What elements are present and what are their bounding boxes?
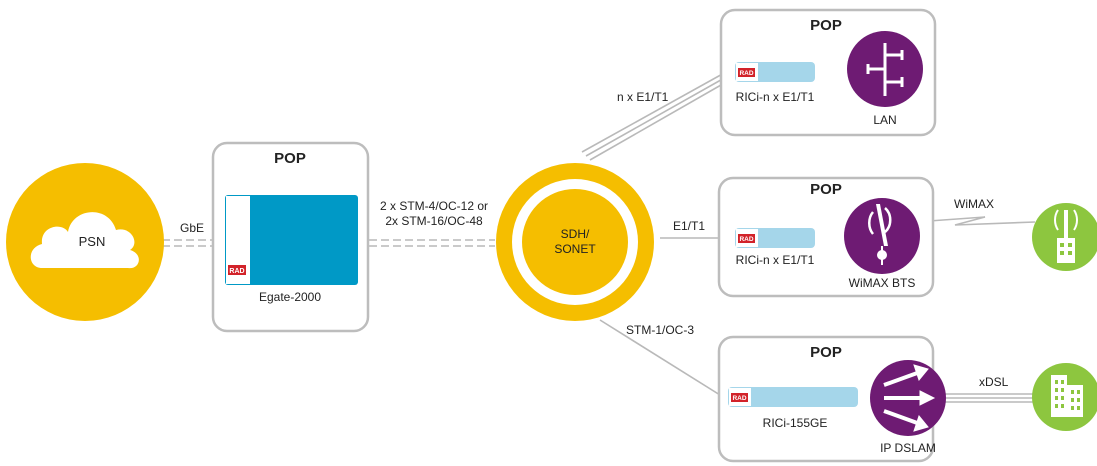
wimax-label: WiMAX — [954, 197, 994, 211]
rad-logo — [738, 68, 755, 77]
sdh-sonet-node: SDH/ SONET — [496, 163, 654, 321]
gbe-label: GbE — [180, 221, 204, 235]
wimax-tower-icon — [1054, 209, 1078, 263]
pop-mid: POP RAD RICi-n x E1/T1 WiMAX BTS — [717, 176, 935, 298]
egate-pop: POP RAD Egate-2000 — [211, 141, 370, 333]
dslam-router-icon — [883, 364, 936, 432]
stm1-link-line — [599, 319, 729, 401]
target-label: IP DSLAM — [880, 441, 936, 455]
target-label: LAN — [873, 113, 896, 127]
pop-top: POP RAD RICi-n x E1/T1 LAN — [719, 8, 937, 137]
pop-bot: POP RAD RICi-155GE IP DSLAM — [717, 335, 946, 463]
rad-logo — [731, 393, 748, 402]
wimax-endpoint — [1032, 203, 1097, 271]
wimax-bts-icon — [868, 204, 892, 265]
rad-logo-text: RAD — [739, 236, 753, 243]
bts-circle — [844, 198, 920, 274]
rici-device — [728, 387, 858, 407]
rad-logo-text: RAD — [739, 70, 753, 77]
sdh-inner-circle — [522, 189, 628, 295]
sdh-label-line2: SONET — [554, 242, 596, 256]
device-name: RICi-155GE — [763, 416, 828, 430]
rad-logo — [228, 265, 246, 275]
egate-device — [225, 195, 358, 285]
xdsl-label: xDSL — [979, 375, 1009, 389]
pop-title: POP — [810, 344, 842, 361]
pop-title: POP — [810, 181, 842, 198]
psn-label: PSN — [79, 234, 106, 249]
building-icon — [1051, 375, 1083, 417]
pop-title: POP — [274, 150, 306, 167]
cloud-icon — [30, 212, 139, 269]
wimax-link-line — [914, 216, 1036, 226]
device-name: Egate-2000 — [259, 290, 321, 304]
connection-lines — [150, 66, 1037, 403]
sdh-label-line1: SDH/ — [561, 227, 590, 241]
ne1-link-line — [585, 71, 736, 157]
lan-switch-icon — [866, 43, 904, 96]
rad-logo-text: RAD — [732, 395, 746, 402]
ne1-link-line — [589, 76, 736, 161]
stm-label-line2: 2x STM-16/OC-48 — [385, 214, 483, 228]
pop-title: POP — [810, 17, 842, 34]
psn-node: PSN — [6, 163, 164, 321]
e1-label: E1/T1 — [673, 219, 705, 233]
stm1-label: STM-1/OC-3 — [626, 323, 694, 337]
stm-label-line1: 2 x STM-4/OC-12 or — [380, 199, 488, 213]
rad-logo — [738, 234, 755, 243]
ne1-link-line — [581, 66, 736, 153]
building-endpoint — [1032, 363, 1097, 431]
ne1-label: n x E1/T1 — [617, 90, 669, 104]
device-name: RICi-n x E1/T1 — [736, 253, 815, 267]
rad-logo-text: RAD — [229, 268, 244, 275]
target-label: WiMAX BTS — [849, 276, 916, 290]
device-name: RICi-n x E1/T1 — [736, 90, 815, 104]
